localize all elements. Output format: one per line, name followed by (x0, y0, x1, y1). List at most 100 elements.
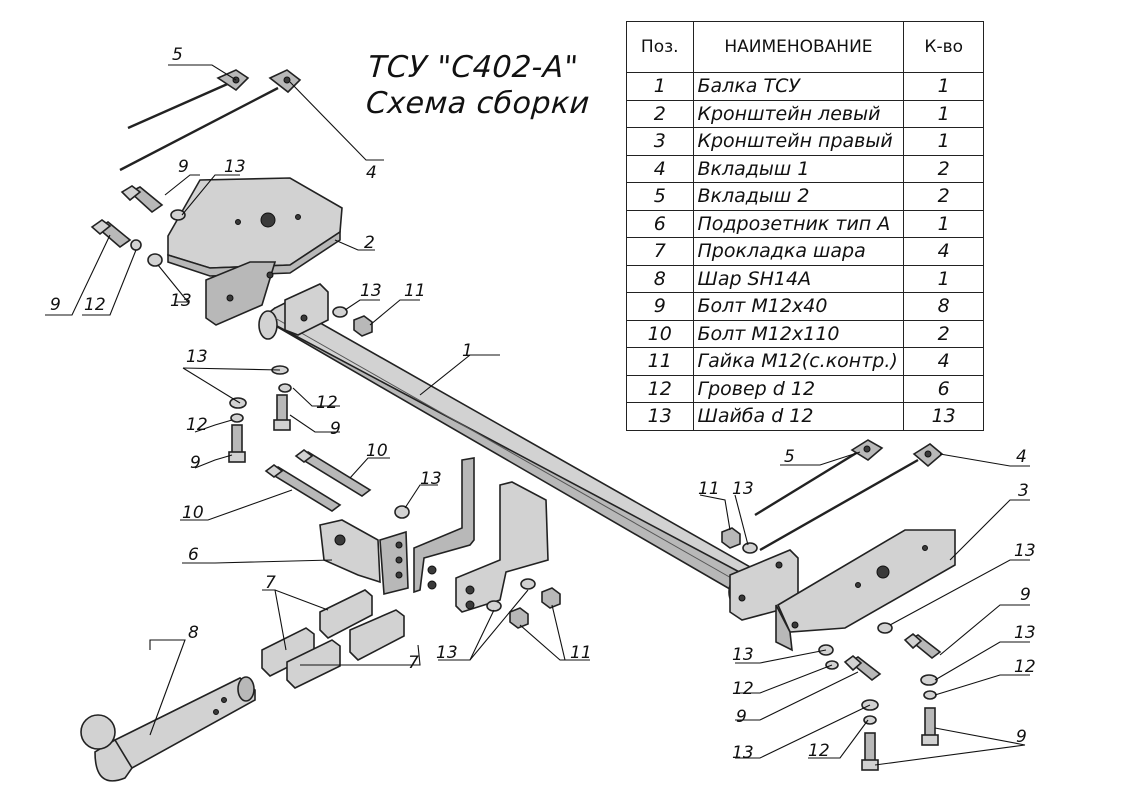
row-pos: 7 (626, 237, 694, 266)
callout-11: 11 (404, 281, 426, 301)
row-pos: 2 (626, 99, 694, 128)
callout-8: 8 (188, 623, 199, 643)
callout-12: 12 (808, 741, 830, 761)
row-qty: 1 (903, 264, 984, 293)
socket-holder (319, 519, 409, 596)
row-pos: 12 (626, 374, 694, 403)
row-pos: 8 (626, 264, 694, 293)
insert-set-right (754, 439, 944, 552)
callout-12: 12 (316, 393, 338, 413)
callout-9: 9 (50, 295, 61, 315)
callout-5: 5 (172, 45, 183, 65)
callout-11: 11 (570, 643, 592, 663)
row-name: Кронштейн левый (692, 99, 905, 128)
row-name: Шар SH14A (692, 264, 905, 293)
table-header-row: Поз. НАИМЕНОВАНИЕ К-во (626, 21, 984, 73)
row-qty: 2 (903, 319, 984, 348)
callout-12: 12 (84, 295, 106, 315)
callout-13: 13 (1014, 623, 1036, 643)
callout-9: 9 (1016, 727, 1027, 747)
row-name: Балка ТСУ (692, 72, 905, 101)
callout-13: 13 (360, 281, 382, 301)
callout-7: 7 (408, 653, 419, 673)
row-name: Шайба d 12 (692, 402, 905, 431)
callout-12: 12 (1014, 657, 1036, 677)
row-pos: 4 (626, 154, 694, 183)
row-name: Болт М12х110 (692, 319, 905, 348)
callout-9: 9 (178, 157, 189, 177)
row-qty: 2 (903, 182, 984, 211)
row-name: Подрозетник тип А (692, 209, 905, 238)
callout-6: 6 (188, 545, 199, 565)
row-name: Болт М12х40 (692, 292, 905, 321)
ball-mount-brackets (413, 457, 549, 613)
row-qty: 1 (903, 99, 984, 128)
callout-13: 13 (224, 157, 246, 177)
callout-13: 13 (732, 743, 754, 763)
row-pos: 10 (626, 319, 694, 348)
row-name: Гровер d 12 (692, 374, 905, 403)
drawing-title: ТСУ "С402-А" (366, 50, 580, 85)
callout-13: 13 (170, 291, 192, 311)
row-pos: 6 (626, 209, 694, 238)
header-pos: Поз. (626, 21, 694, 73)
callout-5: 5 (784, 447, 795, 467)
bolts (90, 185, 942, 771)
callout-4: 4 (366, 163, 377, 183)
callout-9: 9 (330, 419, 341, 439)
beam-left-plate (284, 283, 329, 336)
callout-10: 10 (366, 441, 388, 461)
row-qty: 1 (903, 209, 984, 238)
row-name: Вкладыш 2 (692, 182, 905, 211)
header-name: НАИМЕНОВАНИЕ (692, 21, 905, 73)
callout-9: 9 (190, 453, 201, 473)
row-qty: 8 (903, 292, 984, 321)
tow-bar-beam (258, 302, 754, 607)
row-qty: 1 (903, 127, 984, 156)
callout-2: 2 (364, 233, 375, 253)
row-name: Прокладка шара (692, 237, 905, 266)
row-pos: 1 (626, 72, 694, 101)
row-name: Вкладыш 1 (692, 154, 905, 183)
callout-12: 12 (732, 679, 754, 699)
callout-9: 9 (736, 707, 747, 727)
row-pos: 3 (626, 127, 694, 156)
left-bracket (167, 177, 343, 326)
tow-ball (80, 676, 256, 782)
callout-13: 13 (732, 645, 754, 665)
ball-spacers (261, 589, 405, 689)
row-qty: 2 (903, 154, 984, 183)
callout-3: 3 (1018, 481, 1029, 501)
callout-1: 1 (462, 341, 473, 361)
row-pos: 9 (626, 292, 694, 321)
callout-13: 13 (420, 469, 442, 489)
callout-13: 13 (186, 347, 208, 367)
right-bracket (775, 529, 956, 652)
row-pos: 13 (626, 402, 694, 431)
leader-lines (45, 64, 1030, 766)
callout-13: 13 (732, 479, 754, 499)
callout-labels: 5 4 9 13 2 9 12 13 13 11 1 13 12 12 9 9 … (50, 45, 1036, 763)
callout-10: 10 (182, 503, 204, 523)
drawing-subtitle: Схема сборки (364, 86, 591, 121)
row-pos: 11 (626, 347, 694, 376)
row-pos: 5 (626, 182, 694, 211)
callout-13: 13 (1014, 541, 1036, 561)
row-qty: 13 (903, 402, 984, 431)
row-qty: 1 (903, 72, 984, 101)
header-qty: К-во (903, 21, 984, 73)
callout-13: 13 (436, 643, 458, 663)
row-qty: 4 (903, 237, 984, 266)
